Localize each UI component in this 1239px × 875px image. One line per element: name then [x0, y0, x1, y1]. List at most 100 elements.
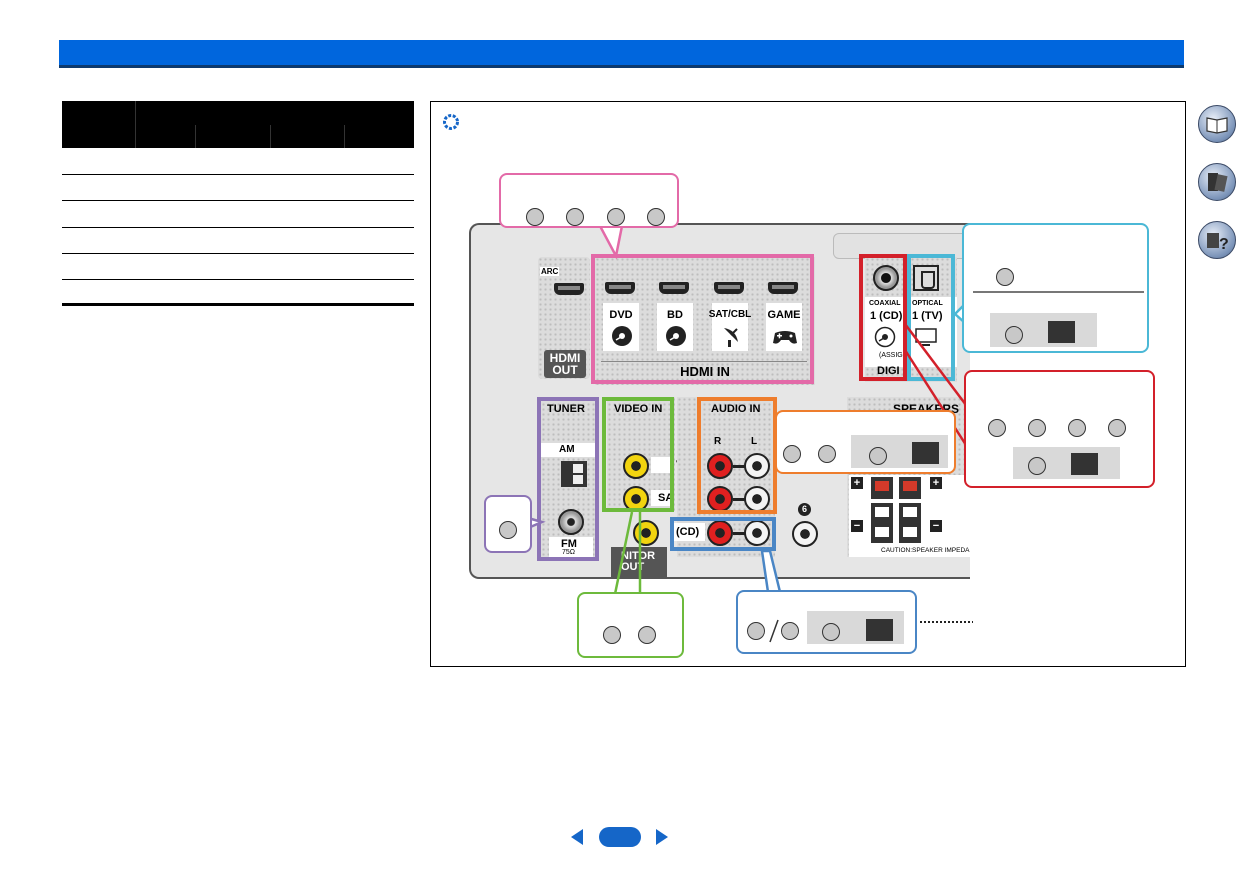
callout-marker	[818, 445, 836, 463]
coaxial-highlight	[859, 254, 907, 381]
video-in-callout	[577, 592, 684, 658]
callout-marker	[869, 447, 887, 465]
callout-marker	[638, 626, 656, 644]
hdmi-in-label-satcbl: SAT/CBL	[708, 309, 752, 320]
speaker-terminal[interactable]	[899, 503, 921, 543]
gamepad-icon	[773, 331, 797, 344]
hdmi-in-label-dvd: DVD	[609, 309, 633, 321]
hdmi-in-label-game: GAME	[767, 309, 801, 321]
audio-cd-highlight	[670, 517, 776, 551]
audio-in-dvd-r-jack[interactable]	[707, 453, 733, 479]
speaker-plus-right: +	[930, 477, 942, 489]
am-label: AM	[559, 444, 575, 455]
help-tools-icon[interactable]: ?	[1198, 221, 1236, 259]
connection-diagram-frame	[430, 101, 1186, 667]
audio-in-cd-r-jack[interactable]	[707, 520, 733, 546]
video-in-highlight	[602, 397, 674, 512]
number-6-badge: 6	[798, 503, 811, 516]
callout-marker-square	[1071, 453, 1098, 475]
slash-divider	[769, 619, 779, 643]
hdmi-in-port-game[interactable]	[768, 282, 798, 294]
hdmi-in-port-dvd[interactable]	[605, 282, 635, 294]
callout-marker	[603, 626, 621, 644]
speaker-terminal[interactable]	[871, 503, 893, 543]
coaxial-port-label: 1 (CD)	[870, 310, 903, 322]
callout-marker	[1108, 419, 1126, 437]
next-page-icon[interactable]	[654, 828, 670, 846]
callout-marker	[526, 208, 544, 226]
monitor-out-label-2: OUT	[621, 561, 645, 573]
speaker-terminal[interactable]	[871, 477, 893, 499]
fm-label: FM	[561, 538, 577, 550]
coaxial-label: COAXIAL	[869, 300, 901, 307]
header-bar	[59, 40, 1184, 68]
table-row	[62, 253, 414, 254]
hdmi-in-label: HDMI IN	[680, 364, 730, 379]
hdmi-in-label-bd: BD	[667, 309, 683, 321]
callout-marker	[1028, 457, 1046, 475]
digital-in-label: DIGI	[877, 365, 900, 377]
table-row	[62, 227, 414, 228]
hdmi-in-highlight	[591, 254, 814, 384]
optical-port[interactable]	[913, 265, 939, 291]
callout-marker	[1028, 419, 1046, 437]
audio-in-cd-l-jack[interactable]	[744, 520, 770, 546]
speaker-terminal[interactable]	[899, 477, 921, 499]
rear-panel: ARC HDMI OUT DVD BD SAT/CBL GAME HDMI IN…	[469, 223, 970, 579]
speaker-caution-label: CAUTION:SPEAKER IMPEDA	[881, 547, 970, 554]
fm-ohm-label: 75Ω	[562, 549, 576, 556]
satellite-icon	[724, 328, 738, 347]
tuner-label: TUNER	[547, 403, 585, 415]
table-bottom-rule	[62, 303, 414, 306]
callout-marker	[1068, 419, 1086, 437]
book-icon[interactable]	[1198, 105, 1236, 143]
callout-marker-square	[866, 619, 893, 641]
optical-highlight	[907, 254, 955, 381]
callout-marker	[783, 445, 801, 463]
disc-icon	[612, 326, 632, 346]
hdmi-out-port[interactable]	[554, 283, 584, 295]
hdmi-in-area	[595, 257, 815, 385]
page-number-button[interactable]	[599, 827, 641, 847]
fm-antenna-port[interactable]	[558, 509, 584, 535]
prev-page-icon[interactable]	[569, 828, 585, 846]
disc-icon	[666, 326, 686, 346]
audio-in-sat-l-jack[interactable]	[744, 486, 770, 512]
speaker-minus-left: −	[851, 520, 863, 532]
audio-in-label: AUDIO IN	[711, 403, 761, 415]
tuner-highlight	[537, 397, 599, 561]
audio-l-label: L	[751, 436, 758, 447]
hdmi-in-port-satcbl[interactable]	[714, 282, 744, 294]
hdmi-out-label-2: OUT	[552, 363, 578, 377]
monitor-out-label-1: NITOR	[621, 550, 656, 562]
hdmi-in-port-bd[interactable]	[659, 282, 689, 294]
table-row	[62, 200, 414, 201]
table-row	[62, 174, 414, 175]
tip-icon	[443, 114, 459, 130]
audio-r-label: R	[714, 436, 722, 447]
callout-marker-square	[912, 442, 939, 464]
am-antenna-terminal[interactable]	[561, 461, 587, 487]
svg-text:?: ?	[1219, 236, 1229, 253]
arc-label: ARC	[540, 267, 560, 276]
monitor-out-jack[interactable]	[633, 520, 659, 546]
disc-icon	[874, 326, 896, 348]
table-row	[62, 279, 414, 280]
video-in-label: VIDEO IN	[614, 403, 663, 415]
remote-control-icon[interactable]	[1198, 163, 1236, 201]
video-in-dvd-jack[interactable]	[623, 453, 649, 479]
callout-marker	[566, 208, 584, 226]
hdmi-out-label-1: HDMI	[549, 351, 581, 365]
callout-marker	[781, 622, 799, 640]
coaxial-port[interactable]	[873, 265, 899, 291]
optical-port-label: 1 (TV)	[912, 310, 943, 322]
callout-marker-square	[1048, 321, 1075, 343]
audio-in-dvd-l-jack[interactable]	[744, 453, 770, 479]
callout-marker	[607, 208, 625, 226]
subwoofer-jack[interactable]	[792, 521, 818, 547]
speaker-plus-left: +	[851, 477, 863, 489]
callout-marker	[988, 419, 1006, 437]
audio-in-cd-label: (CD)	[676, 526, 700, 538]
table-header	[62, 101, 414, 148]
callout-marker	[1005, 326, 1023, 344]
